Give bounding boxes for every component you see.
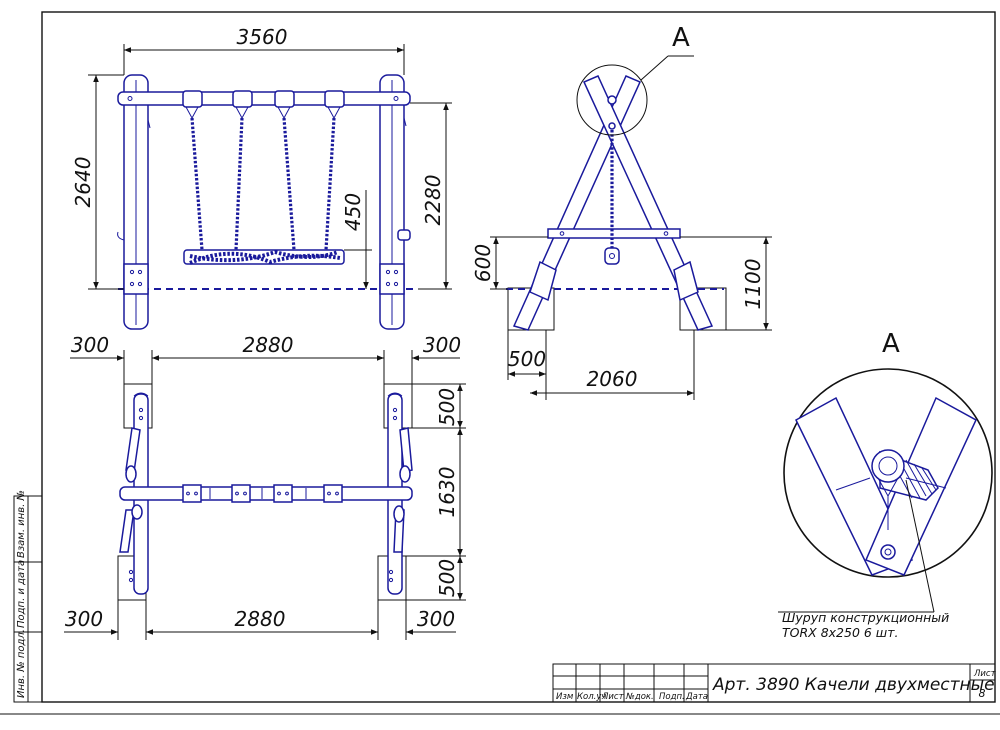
dim-side-500: 500 xyxy=(508,347,546,371)
col-ndok: №док. xyxy=(625,692,654,702)
side-seat xyxy=(604,247,620,265)
dim-top-500-lower: 500 xyxy=(435,559,459,597)
dim-front-height: 2640 xyxy=(71,157,95,208)
dim-top-2880: 2880 xyxy=(243,333,294,357)
stamp-podp-data: Подп. и дата xyxy=(16,560,27,628)
sheet-frame xyxy=(0,11,1000,715)
dim-top-500-upper: 500 xyxy=(435,388,459,426)
front-top-beam xyxy=(117,91,411,106)
detail-marker-label: A xyxy=(672,23,690,53)
dim-side-2060: 2060 xyxy=(587,367,638,391)
dim-top-1630: 1630 xyxy=(435,467,459,518)
side-stamp: Взам. инв. № Подп. и дата Инв. № подл. xyxy=(13,490,43,703)
dim-seat-height: 450 xyxy=(341,193,365,231)
col-izm: Изм xyxy=(556,692,574,702)
dim-bottom-left-300: 300 xyxy=(65,607,103,631)
front-ropes xyxy=(190,117,336,251)
dim-side-1100: 1100 xyxy=(741,259,765,310)
dim-bottom-right-300: 300 xyxy=(417,607,455,631)
drawing-title: Арт. 3890 Качели двухместные xyxy=(712,675,995,695)
top-main-beam xyxy=(119,486,413,501)
col-kol: Кол.уч xyxy=(577,692,606,702)
front-hangers xyxy=(182,90,345,120)
dim-beam-height: 2280 xyxy=(421,175,445,226)
stamp-vzam: Взам. инв. № xyxy=(16,490,27,558)
dim-top-right-300: 300 xyxy=(423,333,461,357)
dim-bottom-2880: 2880 xyxy=(235,607,286,631)
front-dimensions: 3560 2640 2280 450 xyxy=(71,25,452,290)
side-dimensions: 600 1100 500 2060 xyxy=(471,236,772,400)
detail-title: A xyxy=(882,329,900,359)
dim-side-600: 600 xyxy=(471,244,495,282)
detail-note-line1: Шуруп конструкционный xyxy=(782,610,949,625)
dim-front-width: 3560 xyxy=(237,25,288,49)
sheet-label: Лист xyxy=(973,669,997,679)
col-podp: Подп. xyxy=(659,692,685,702)
front-seat xyxy=(183,249,345,265)
top-view xyxy=(117,383,413,601)
col-list: Лист xyxy=(601,692,625,702)
detail-circle-marker xyxy=(576,64,648,136)
front-view xyxy=(117,74,418,330)
col-data: Дата xyxy=(685,692,708,702)
title-block: Изм Кол.уч Лист №док. Подп. Дата Арт. 38… xyxy=(552,663,997,703)
side-cross-bar xyxy=(547,228,681,239)
dim-top-left-300: 300 xyxy=(71,333,109,357)
side-view: A xyxy=(506,23,727,331)
top-dimensions: 300 2880 300 500 1630 500 300 2880 300 xyxy=(64,333,466,640)
detail-view: A Шуруп конструкционный TORX 8x250 6 шт. xyxy=(778,329,993,640)
detail-note-line2: TORX 8x250 6 шт. xyxy=(782,625,899,640)
stamp-inv-podl: Инв. № подл. xyxy=(16,629,27,698)
sheet-number: 8 xyxy=(979,687,986,700)
detail-circle xyxy=(783,368,993,578)
